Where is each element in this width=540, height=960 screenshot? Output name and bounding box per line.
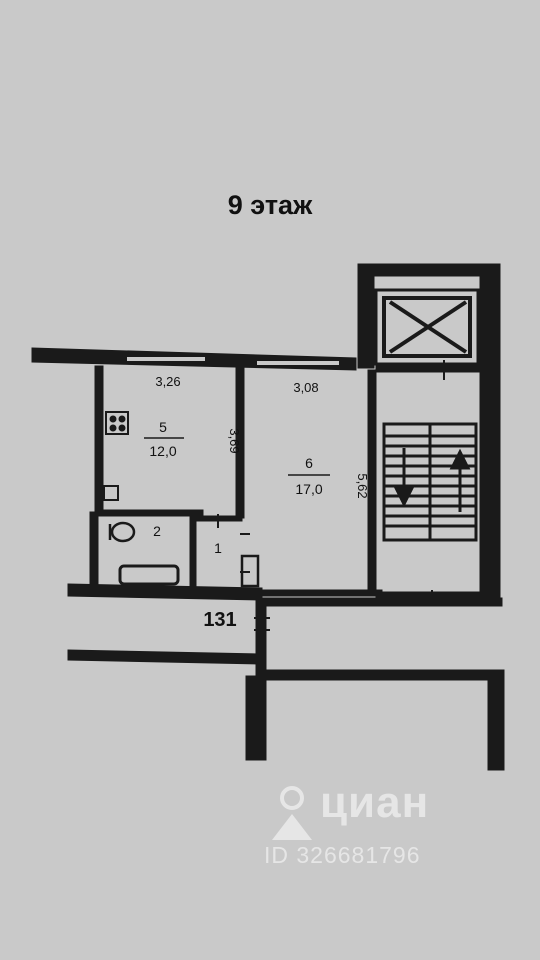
stair-mid-wall (375, 365, 481, 373)
room5-area: 12,0 (149, 443, 176, 459)
room6-number: 6 (305, 455, 313, 471)
room5-depth: 3,69 (227, 428, 242, 453)
room5-number: 5 (159, 419, 167, 435)
stairs (382, 422, 478, 542)
apartment-number: 131 (203, 609, 236, 631)
room5-width: 3,26 (155, 374, 180, 389)
bath-left-wall (89, 511, 99, 591)
lower-left-wall (67, 649, 259, 665)
room2-number: 2 (153, 523, 161, 539)
watermark-listing-id: ID 326681796 (264, 842, 421, 868)
bath-right-wall (189, 515, 197, 587)
location-pin-icon (272, 786, 312, 840)
window-room6 (255, 359, 341, 367)
room5-bottom-wall (94, 509, 204, 517)
lower-right-post (487, 675, 505, 771)
stove-icon (105, 411, 129, 435)
room6-width: 3,08 (293, 380, 318, 395)
stair-arrows (393, 448, 471, 512)
watermark: циан ID 326681796 (262, 778, 502, 880)
toilet-icon (108, 521, 136, 543)
stair-bottom-wall (375, 591, 481, 599)
closet-box (240, 554, 260, 588)
room6-area: 17,0 (295, 481, 322, 497)
room5-left-wall (94, 365, 104, 513)
stair-left-wall (357, 263, 375, 369)
stair-right-wall (479, 267, 501, 599)
elevator (382, 296, 472, 358)
floor-title: 9 этаж (227, 190, 313, 220)
corridor-top-wall (261, 597, 503, 607)
watermark-brand: циан (320, 778, 430, 827)
corridor-left-wall (255, 599, 267, 677)
stair-top-wall (357, 263, 501, 277)
sink-icon (103, 485, 119, 501)
door-marks (217, 360, 445, 631)
elevator-shaft (374, 288, 480, 366)
lower-left-post (245, 675, 267, 761)
bottom-wall-right (261, 589, 383, 597)
bathtub-icon (118, 564, 180, 586)
corridor-bottom-wall (261, 669, 505, 681)
bottom-wall (67, 583, 263, 601)
room1-number: 1 (214, 540, 222, 556)
window-room5 (125, 355, 207, 363)
room6-depth: 5,62 (355, 473, 370, 498)
